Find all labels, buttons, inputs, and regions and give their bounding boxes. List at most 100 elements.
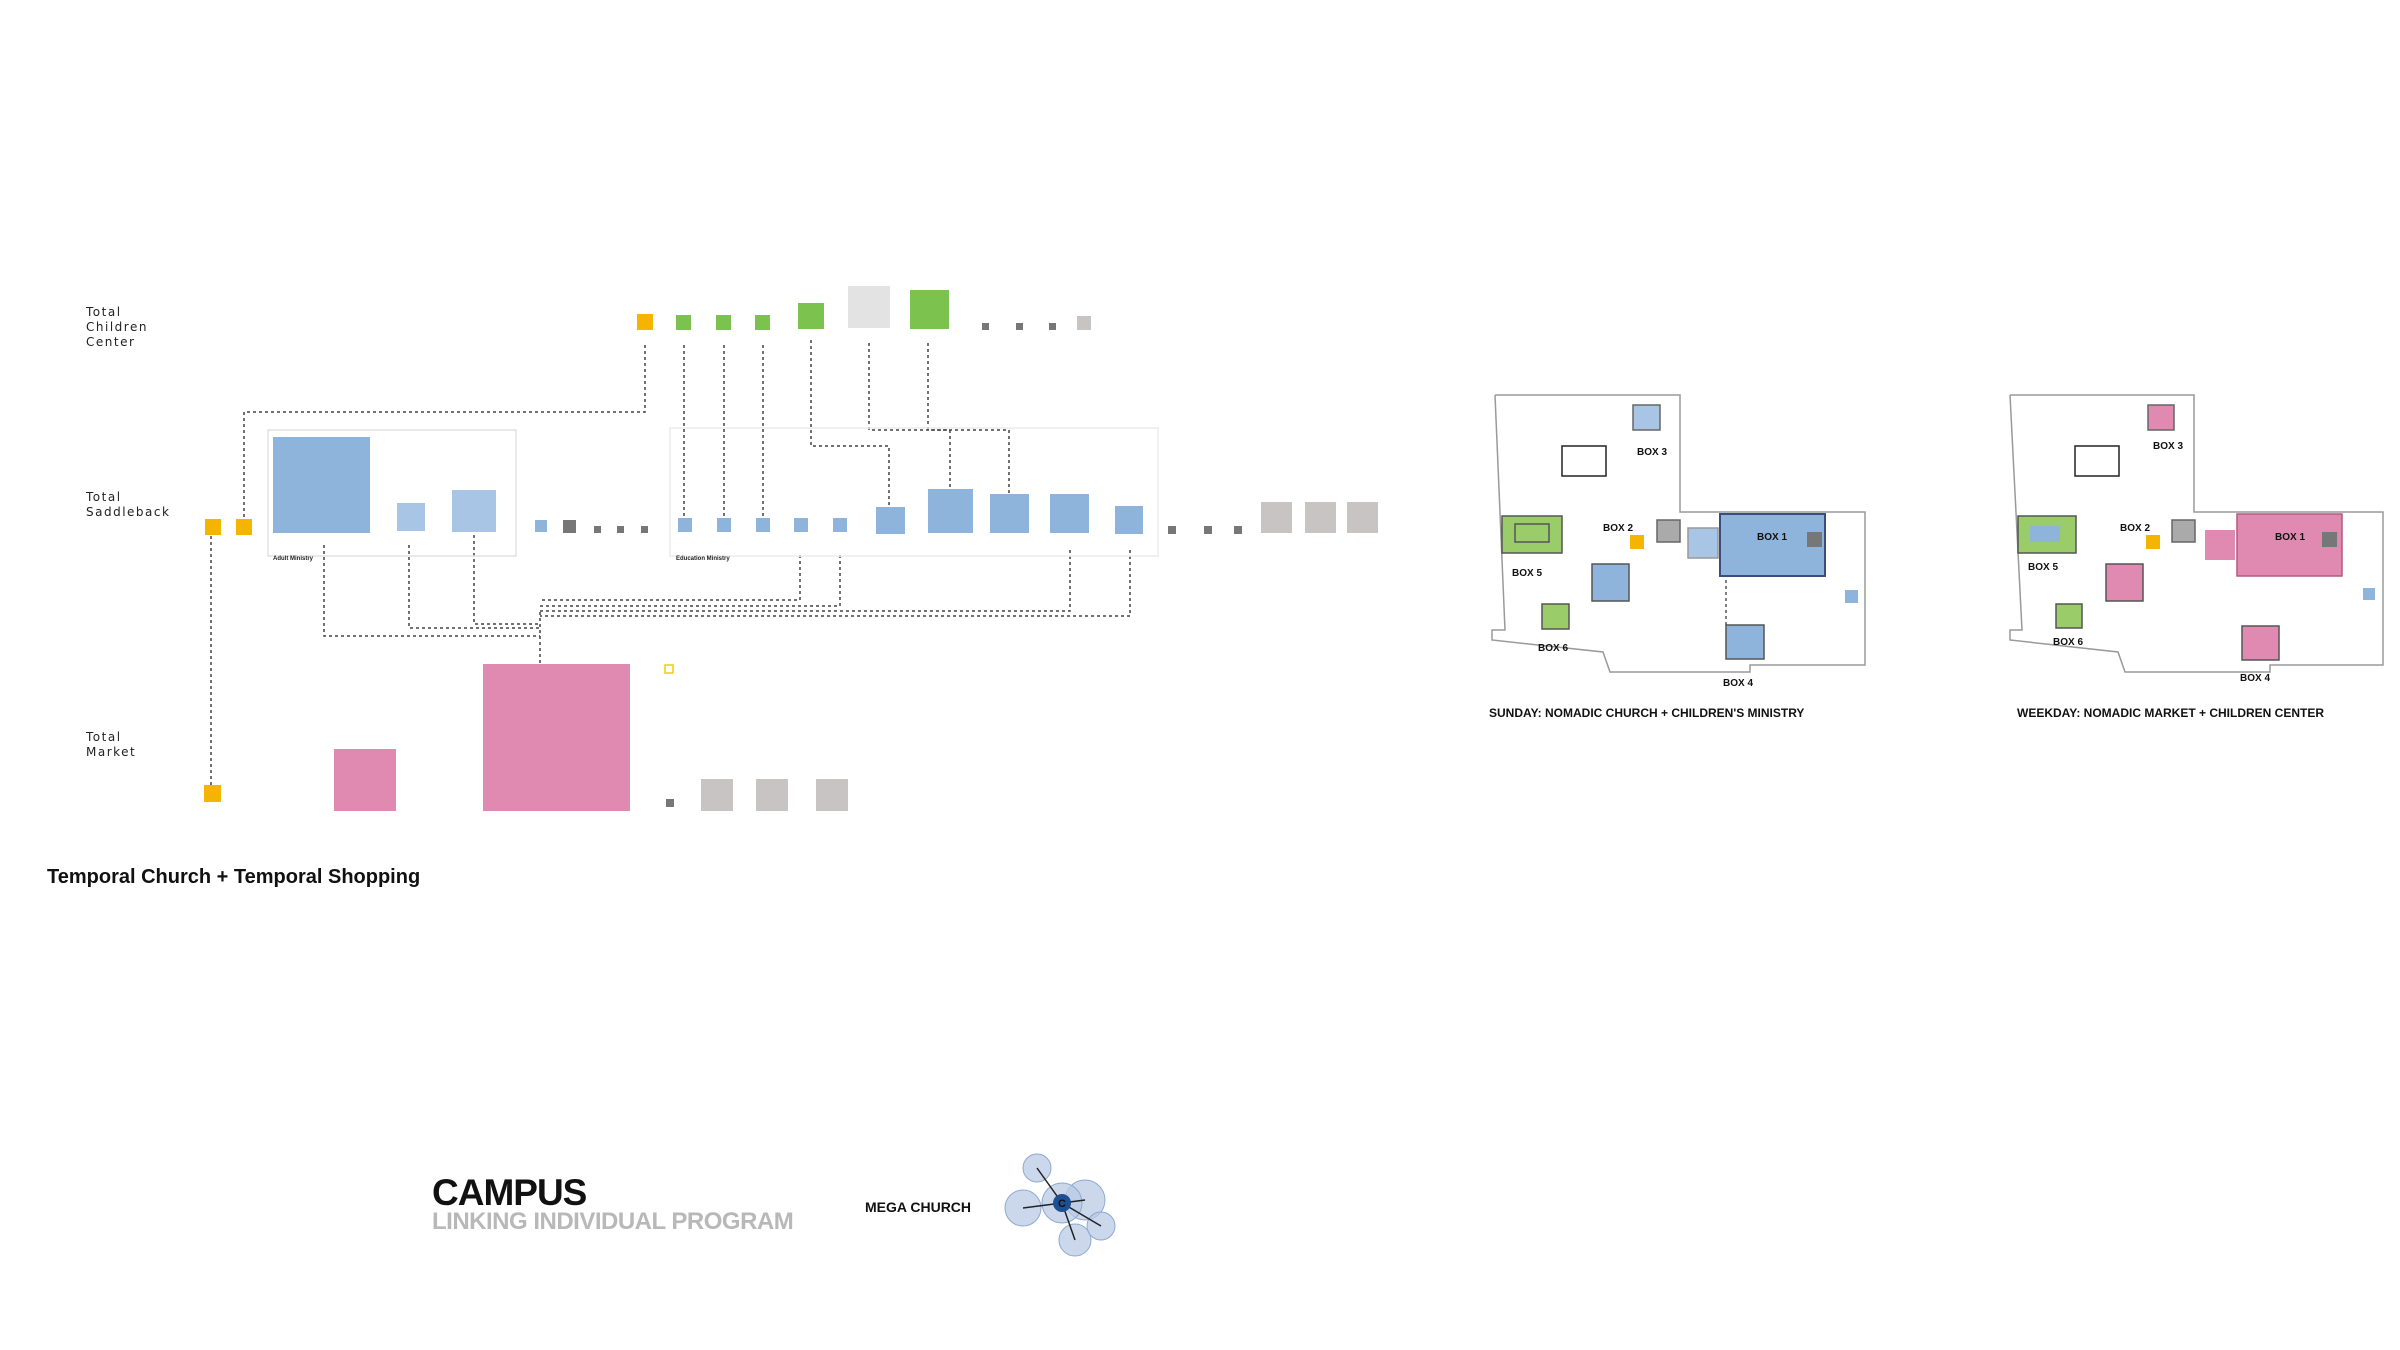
caption-sunday: SUNDAY: NOMADIC CHURCH + CHILDREN'S MINI…: [1489, 706, 1805, 720]
program-reception-hall: [236, 519, 252, 535]
program-office-3: [1049, 323, 1056, 330]
program-open-space-c: [1115, 506, 1143, 534]
row-children-center: [637, 286, 1091, 330]
program-class-b: [717, 518, 731, 532]
program-storage-b: [1305, 502, 1336, 533]
program-office-e: [1204, 526, 1212, 534]
sunday-box5-label: BOX 5: [1512, 568, 1542, 579]
program-office-a: [594, 526, 601, 533]
program-multipurpose-children: [928, 489, 973, 533]
plan-weekday-outline: [2009, 394, 2384, 673]
weekday-box2-label: BOX 2: [2120, 523, 2150, 534]
plan-sunday-box4: [1725, 624, 1765, 660]
program-market-marker: [664, 664, 674, 674]
campus-subtitle: LINKING INDIVIDUAL PROGRAM: [432, 1208, 794, 1235]
molecule-core: [1053, 1194, 1071, 1212]
sunday-box3-label: BOX 3: [1637, 447, 1667, 458]
plan-weekday-box4: [2241, 625, 2280, 661]
plan-box-labels: BOX 1 BOX 2 BOX 3 BOX 4 BOX 5 BOX 6 BOX …: [1512, 441, 2305, 689]
link-multipurpose-down: [868, 343, 951, 488]
program-open-space-a: [990, 494, 1029, 533]
link-gym-down: [810, 340, 890, 508]
mega-church-label: MEGA CHURCH: [865, 1199, 972, 1215]
weekday-box3-label: BOX 3: [2153, 441, 2183, 452]
program-backstage-rooms: [452, 490, 496, 532]
program-gym-high-school: [876, 507, 905, 534]
program-multi-purpose-room: [848, 286, 890, 328]
link-backstage-to-market: [473, 535, 540, 625]
row-label-children-center: Total Children Center: [86, 305, 148, 349]
plan-weekday: [2009, 394, 2384, 673]
program-office-c: [641, 526, 648, 533]
plan-sunday-prayer: [1845, 590, 1858, 603]
plan-sunday-yellow: [1630, 535, 1644, 549]
plan-sunday-box3: [1632, 404, 1661, 431]
education-ministry-frame: [669, 427, 1159, 557]
sunday-box6-label: BOX 6: [1538, 643, 1568, 654]
diagram-title: Temporal Church + Temporal Shopping: [47, 866, 421, 888]
sunday-box1-label: BOX 1: [1757, 532, 1787, 543]
adult-ministry-frame: [267, 429, 517, 557]
program-class-a: [678, 518, 692, 532]
plan-sunday-box2: [1656, 519, 1681, 543]
plan-sunday-outline: [1491, 394, 1866, 673]
program-storage-c: [1347, 502, 1378, 533]
link-adult-to-market: [323, 545, 540, 637]
plan-sunday-mid: [1591, 563, 1630, 602]
sunday-box4-label: BOX 4: [1723, 678, 1753, 689]
program-shop-entrance: [334, 749, 396, 811]
program-office-b: [617, 526, 624, 533]
mega-church-molecule-icon: C: [1004, 1153, 1116, 1257]
program-market-concierge: [204, 785, 221, 802]
caption-weekday: WEEKDAY: NOMADIC MARKET + CHILDREN CENTE…: [2017, 706, 2325, 720]
plan-weekday-box6: [2055, 603, 2083, 629]
program-prayer-chapel: [535, 520, 547, 532]
program-class-1: [676, 315, 691, 330]
plan-weekday-void: [2074, 445, 2120, 477]
program-market-storage-a: [701, 779, 733, 811]
education-ministry-label: Education Ministry: [676, 556, 730, 562]
program-reception-desk: [637, 314, 653, 330]
weekday-box6-label: BOX 6: [2053, 637, 2083, 648]
weekday-box1-label: BOX 1: [2275, 532, 2305, 543]
link-edu-openspace: [540, 550, 1071, 612]
program-office-d: [1168, 526, 1176, 534]
plan-weekday-box5: [2017, 515, 2077, 554]
plan-weekday-box2: [2171, 519, 2196, 543]
program-market-storage-c: [816, 779, 848, 811]
link-open-play-down: [927, 343, 1010, 495]
plan-sunday-box1-office: [1807, 532, 1822, 547]
row-label-market: Total Market: [86, 730, 137, 759]
molecule-core-letter: C: [1058, 1198, 1066, 1210]
weekday-box5-label: BOX 5: [2028, 562, 2058, 573]
program-class-2: [716, 315, 731, 330]
program-office-f: [1234, 526, 1242, 534]
program-open-play-area: [910, 290, 949, 329]
program-class-e: [833, 518, 847, 532]
program-gym: [798, 303, 824, 329]
link-edu-class5: [540, 555, 801, 601]
program-market-storage-b: [756, 779, 788, 811]
plan-weekday-mid: [2105, 563, 2144, 602]
plan-weekday-box5-inner: [2030, 526, 2060, 542]
program-stage: [397, 503, 425, 531]
row-market: [204, 664, 848, 811]
connection-lines: [210, 340, 1131, 790]
program-storage: [1077, 316, 1091, 330]
link-stage-to-market: [408, 545, 540, 629]
weekday-box4-label: BOX 4: [2240, 673, 2270, 684]
program-market-office: [666, 799, 674, 807]
program-multi-purpose-stalls: [483, 664, 630, 811]
sunday-box2-label: BOX 2: [1603, 523, 1633, 534]
program-storage-a: [1261, 502, 1292, 533]
campus-title: CAMPUS: [432, 1172, 587, 1213]
row-saddleback: [205, 437, 1378, 535]
program-concierge: [205, 519, 221, 535]
plan-weekday-prayer: [2363, 588, 2375, 600]
plan-sunday-box5-inner: [1514, 523, 1550, 543]
program-audio-video-rm: [563, 520, 576, 533]
plan-sunday: [1491, 394, 1866, 673]
link-edu-class6: [540, 555, 841, 607]
